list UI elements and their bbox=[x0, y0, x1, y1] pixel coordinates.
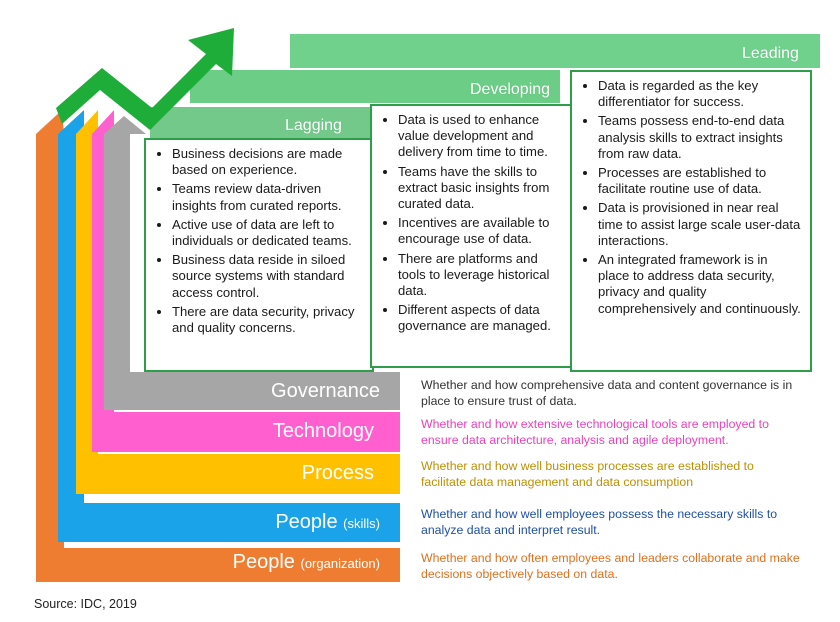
dimension-band-governance bbox=[104, 116, 400, 410]
dimension-description-governance: Whether and how comprehensive data and c… bbox=[421, 378, 793, 408]
lagging-bullet: Business data reside in siloed source sy… bbox=[172, 252, 364, 301]
dimension-label-text: Process bbox=[301, 462, 374, 484]
leading-bullet: Teams possess end-to-end data analysis s… bbox=[598, 113, 802, 162]
lagging-bullet: Active use of data are left to individua… bbox=[172, 217, 364, 249]
developing-bullets: Data is used to enhance value developmen… bbox=[380, 112, 567, 335]
leading-bullet: Processes are established to facilitate … bbox=[598, 165, 802, 197]
stage-label-developing: Developing bbox=[470, 81, 551, 98]
lagging-bullet: There are data security, privacy and qua… bbox=[172, 304, 364, 336]
dimension-description-people-skills: Whether and how well employees possess t… bbox=[421, 507, 778, 537]
lagging-bullet: Business decisions are made based on exp… bbox=[172, 146, 364, 178]
dimension-label-governance: Governance bbox=[271, 381, 380, 401]
developing-bullet: Data is used to enhance value developmen… bbox=[398, 112, 567, 161]
stage-band-developing bbox=[190, 70, 560, 103]
dimension-label-people-skills: People (skills) bbox=[275, 512, 380, 532]
leading-bullet: Data is regarded as the key differentiat… bbox=[598, 78, 802, 110]
dimension-label-sub: (skills) bbox=[343, 516, 380, 531]
dimension-label-text: People bbox=[275, 511, 338, 533]
leading-bullet: Data is provisioned in near real time to… bbox=[598, 200, 802, 249]
dimension-label-text: Technology bbox=[272, 420, 374, 442]
dimension-label-text: Governance bbox=[271, 380, 380, 402]
stage-band-lagging bbox=[150, 107, 375, 140]
dimension-band-process bbox=[76, 110, 400, 494]
dimension-description-people-organization: Whether and how often employees and lead… bbox=[421, 551, 800, 581]
leading-bullet: An integrated framework is in place to a… bbox=[598, 252, 802, 317]
dimension-label-text: People bbox=[232, 551, 295, 573]
developing-bullet: There are platforms and tools to leverag… bbox=[398, 251, 567, 300]
dimension-description-process: Whether and how well business processes … bbox=[421, 459, 754, 489]
dimension-label-technology: Technology bbox=[273, 421, 374, 441]
lagging-bullets: Business decisions are made based on exp… bbox=[154, 146, 364, 336]
stage-label-leading: Leading bbox=[742, 45, 799, 62]
lagging-bullet: Teams review data-driven insights from c… bbox=[172, 181, 364, 213]
dimension-description-technology: Whether and how extensive technological … bbox=[421, 417, 769, 447]
dimension-label-sub: (organization) bbox=[300, 556, 381, 571]
stage-label-lagging: Lagging bbox=[285, 117, 342, 134]
dimension-label-process: Process bbox=[302, 463, 374, 483]
leading-box: Data is regarded as the key differentiat… bbox=[570, 70, 812, 372]
leading-bullets: Data is regarded as the key differentiat… bbox=[580, 78, 802, 317]
developing-bullet: Incentives are available to encourage us… bbox=[398, 215, 567, 247]
developing-box: Data is used to enhance value developmen… bbox=[370, 104, 577, 368]
lagging-box: Business decisions are made based on exp… bbox=[144, 138, 374, 372]
dimension-band-technology bbox=[92, 110, 400, 452]
dimension-label-people-organization: People (organization) bbox=[233, 552, 380, 572]
developing-bullet: Teams have the skills to extract basic i… bbox=[398, 164, 567, 213]
source-caption: Source: IDC, 2019 bbox=[34, 597, 137, 611]
stage-band-leading bbox=[290, 34, 820, 68]
growth-arrow-icon bbox=[56, 28, 234, 130]
developing-bullet: Different aspects of data governance are… bbox=[398, 302, 567, 334]
